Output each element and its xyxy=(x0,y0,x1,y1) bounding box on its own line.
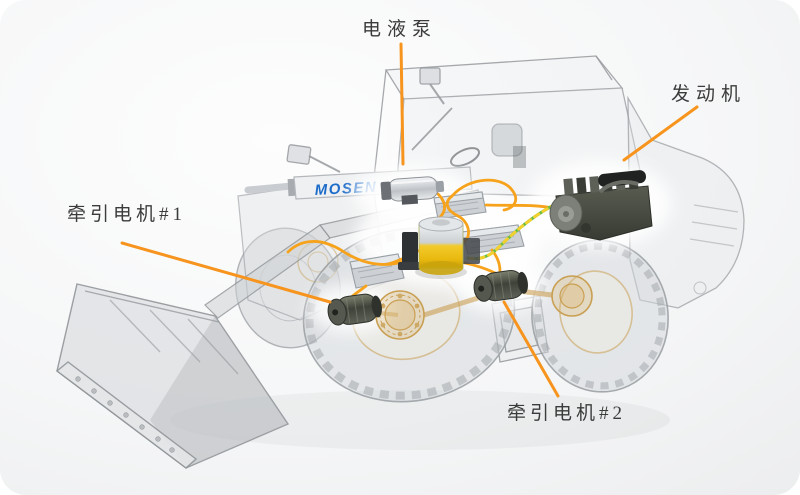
callout-pump-label: 电液泵 xyxy=(362,19,438,40)
traction-motor-1 xyxy=(327,293,382,326)
traction-motor-2 xyxy=(473,269,528,302)
mirror-front-icon xyxy=(419,67,445,105)
bucket xyxy=(55,283,290,469)
engine xyxy=(549,170,653,241)
electro-hydraulic-pump xyxy=(380,176,445,205)
leader-line-motor2 xyxy=(502,300,560,398)
callout-motor1-label: 牵引电机#1 xyxy=(67,204,187,225)
ground-shadow xyxy=(170,390,670,450)
supercapacitor xyxy=(398,216,480,279)
leader-line-engine xyxy=(622,105,699,162)
callout-engine-label: 发动机 xyxy=(671,84,747,105)
mirror-left-icon xyxy=(286,144,341,173)
bucket-rivets xyxy=(75,376,175,453)
leader-line-motor1 xyxy=(120,241,332,304)
rear-body xyxy=(627,95,745,309)
leader-line-pump xyxy=(399,42,405,166)
callout-motor2-label: 牵引电机#2 xyxy=(507,403,627,424)
